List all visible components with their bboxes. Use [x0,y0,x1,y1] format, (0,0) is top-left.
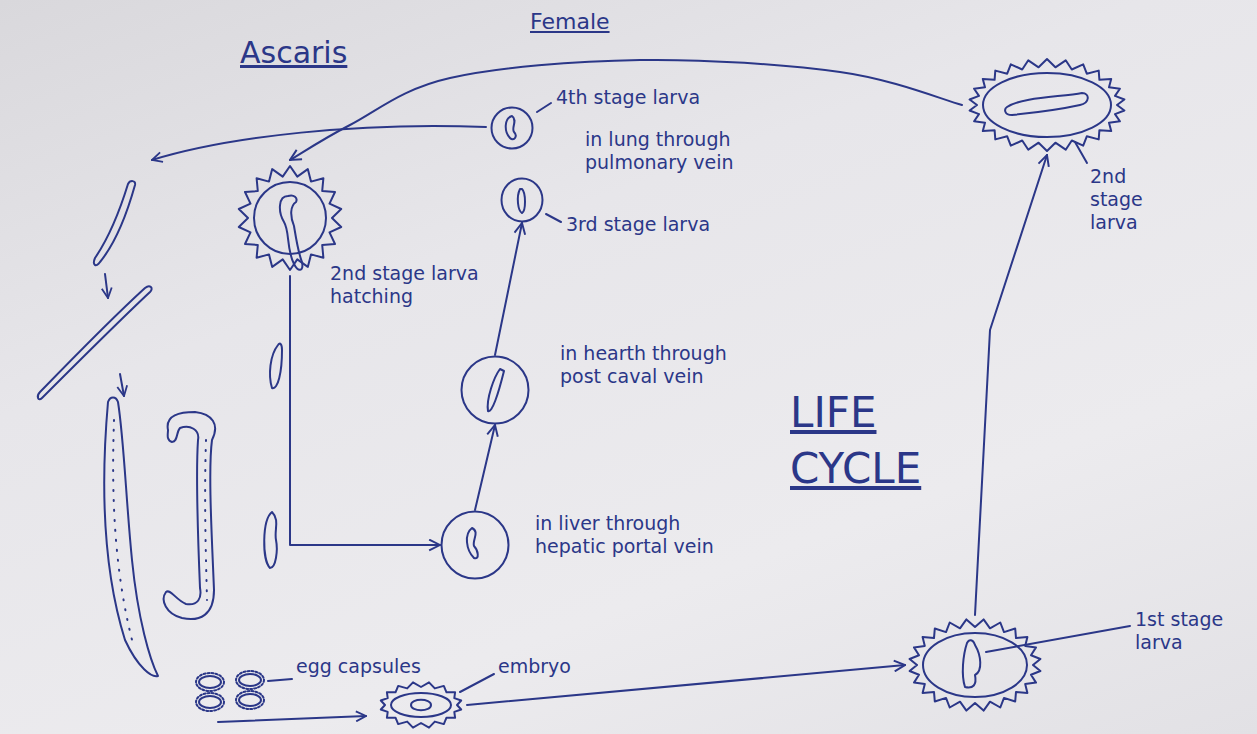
leader-line [537,103,551,112]
larva-circle-outline [440,510,510,580]
larva-figure [488,369,504,411]
larva-circle-outline [490,106,534,150]
growth-arrow [120,374,124,396]
worm-dots [113,420,132,640]
flow-arrow [495,223,522,355]
larva-figure [963,640,980,687]
sex-label: Female [530,8,670,36]
egg-capsule [239,694,261,706]
egg-capsule [196,693,224,711]
spiky-shell [239,166,341,270]
spiky-shell [910,619,1041,710]
migrating-larva [264,512,277,568]
node-label: in lung through pulmonary vein [585,128,765,174]
node-label: 2nd stage larva [1090,165,1172,234]
larva-circle: in lung through pulmonary vein3rd stage … [500,177,544,223]
inner-shell [391,693,451,717]
leader-line [460,674,494,692]
migrating-larva [270,344,282,389]
part-label: egg capsules [296,655,446,678]
egg-capsule [199,676,221,688]
hatching-egg-outline [232,160,348,276]
larva-figure [411,700,431,711]
cycle-heading: LIFE CYCLE [790,385,965,497]
circle-outline [492,108,533,149]
inner-shell [983,73,1111,137]
node-label: in liver through hepatic portal vein [535,512,750,558]
node-label: 2nd stage larva hatching [330,262,500,308]
node-label: 4th stage larva [556,86,756,109]
spiky-shell [381,682,461,727]
larva-circle-outline [460,355,530,425]
egg-capsule-outline [905,615,1045,715]
circle-outline [502,179,543,222]
adult-female-worm [104,398,158,677]
larva-circle-outline [500,177,544,223]
egg-capsule: 2nd stage larva [962,55,1132,155]
larva-circle: 4th stage larva [490,106,534,150]
larva-circle: in liver through hepatic portal vein [440,510,510,580]
young-worm [94,181,135,265]
young-worm [38,286,152,399]
egg-capsule [196,673,224,691]
egg-capsule-outline [962,55,1132,155]
inner-shell [923,633,1027,697]
larva-circle: in hearth through post caval vein [460,355,530,425]
growth-arrow [105,274,108,298]
larva-figure [467,528,478,558]
leader-line [268,679,292,681]
circle-outline [442,512,509,579]
node-label: in hearth through post caval vein [560,342,755,388]
development-arrow [218,716,366,722]
egg-capsule: 1st stage larva [905,615,1045,715]
egg-capsule [239,674,261,686]
adult-male-worm [164,412,215,619]
larva-figure [506,116,516,139]
egg-capsule [236,671,264,689]
spiky-shell [970,59,1125,151]
egg-capsule [199,696,221,708]
egg-capsule-outline [375,680,467,730]
node-label: 3rd stage larva [566,213,766,236]
node-label: 1st stage larva [1135,608,1247,654]
larva-figure [518,189,525,213]
flow-arrow [975,155,1047,615]
node-label: embryo [498,655,598,678]
circle-outline [462,357,529,424]
inner-shell [254,182,326,254]
larva-figure [280,195,302,269]
hatching-egg: 2nd stage larva hatching [232,160,348,276]
worm-dots [205,440,207,600]
diagram-title: Ascaris [240,34,440,72]
flow-arrow [475,425,495,510]
leader-line [546,214,561,222]
larva-figure [1005,93,1088,115]
egg-capsule: embryo [375,680,467,730]
egg-capsule [236,691,264,709]
flow-arrow [290,276,440,545]
